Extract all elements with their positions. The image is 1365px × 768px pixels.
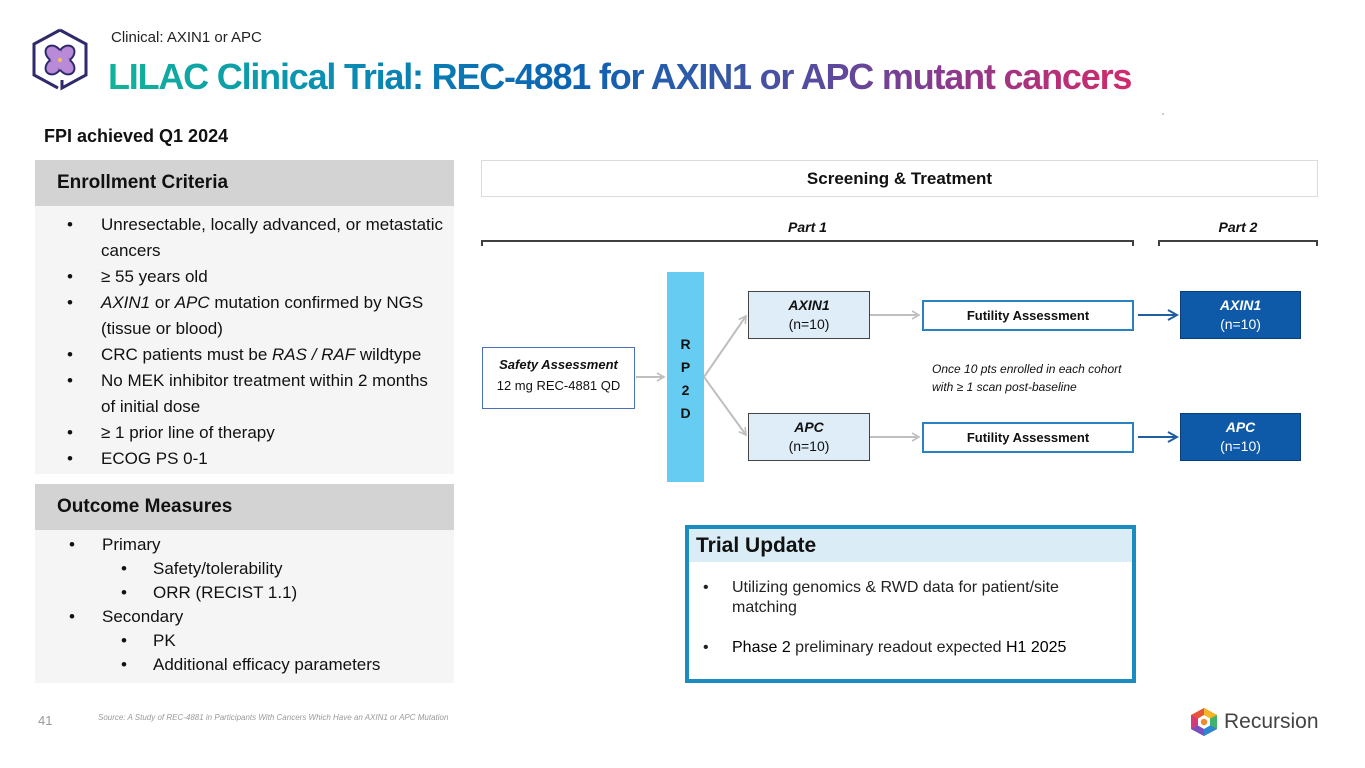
part1-label: Part 1 — [788, 219, 827, 235]
outcome-item: Safety/tolerability — [35, 557, 454, 581]
rp2d-letter: D — [680, 405, 691, 421]
cohort-size: (n=10) — [1220, 316, 1261, 332]
rp2d-letter: 2 — [681, 382, 690, 398]
futility-note: Once 10 pts enrolled in each cohort with… — [932, 360, 1121, 396]
cohort-name: APC — [1225, 419, 1256, 435]
part1-bracket — [481, 240, 1134, 246]
trial-update-item: Phase 2 preliminary readout expected H1 … — [689, 638, 1132, 658]
outcome-item: ORR (RECIST 1.1) — [35, 581, 454, 605]
note-line: with ≥ 1 scan post-baseline — [932, 380, 1077, 394]
criteria-item: ECOG PS 0-1 — [35, 446, 454, 472]
trial-update-box: Trial Update Utilizing genomics & RWD da… — [685, 525, 1136, 683]
note-line: Once 10 pts enrolled in each cohort — [932, 362, 1122, 376]
screening-treatment-header: Screening & Treatment — [481, 160, 1318, 197]
part1-axin1-cohort: AXIN1 (n=10) — [748, 291, 870, 339]
page-title: LILAC Clinical Trial: REC-4881 for AXIN1… — [108, 56, 1132, 97]
futility-assessment-apc: Futility Assessment — [922, 422, 1134, 453]
part2-label: Part 2 — [1218, 219, 1258, 235]
recursion-brand: Recursion — [1190, 707, 1319, 737]
outcome-measures-heading: Outcome Measures — [35, 484, 454, 530]
trial-update-heading: Trial Update — [689, 529, 1132, 562]
recursion-hexagon-icon — [1191, 708, 1217, 736]
section-subtitle: Clinical: AXIN1 or APC — [111, 29, 262, 46]
outcome-item: Additional efficacy parameters — [35, 653, 454, 677]
trial-update-item: Utilizing genomics & RWD data for patien… — [689, 578, 1132, 618]
cohort-name: AXIN1 — [788, 297, 830, 313]
criteria-item: CRC patients must be RAS / RAF wildtype — [35, 342, 454, 368]
outcome-measures-panel: Primary Safety/tolerability ORR (RECIST … — [35, 530, 454, 683]
criteria-item: Unresectable, locally advanced, or metas… — [35, 212, 454, 264]
part2-axin1-cohort: AXIN1 (n=10) — [1180, 291, 1301, 339]
cohort-size: (n=10) — [788, 438, 830, 454]
outcome-primary: Primary — [35, 533, 454, 557]
safety-assessment-title: Safety Assessment — [499, 357, 618, 372]
part2-apc-cohort: APC (n=10) — [1180, 413, 1301, 461]
enrollment-criteria-panel: Unresectable, locally advanced, or metas… — [35, 206, 454, 474]
criteria-item: AXIN1 or APC mutation confirmed by NGS (… — [35, 290, 454, 342]
rp2d-letter: P — [680, 359, 691, 375]
enrollment-criteria-heading: Enrollment Criteria — [35, 160, 454, 206]
decorative-dot — [1162, 113, 1164, 115]
brand-name: Recursion — [1224, 710, 1319, 733]
cohort-name: APC — [794, 419, 824, 435]
rp2d-bar: R P 2 D — [667, 272, 704, 482]
criteria-item: No MEK inhibitor treatment within 2 mont… — [35, 368, 454, 420]
arrow-rp2d-to-apc — [703, 376, 747, 437]
futility-assessment-axin1: Futility Assessment — [922, 300, 1134, 331]
arrow-rp2d-to-axin1 — [703, 314, 747, 378]
part1-apc-cohort: APC (n=10) — [748, 413, 870, 461]
rp2d-letter: R — [680, 336, 691, 352]
fpi-status: FPI achieved Q1 2024 — [44, 126, 229, 146]
source-citation: Source: A Study of REC-4881 in Participa… — [98, 713, 449, 722]
page-number: 41 — [38, 713, 53, 728]
outcome-item: PK — [35, 629, 454, 653]
cohort-size: (n=10) — [788, 316, 830, 332]
outcome-secondary: Secondary — [35, 605, 454, 629]
criteria-item: ≥ 55 years old — [35, 264, 454, 290]
safety-assessment-dose: 12 mg REC-4881 QD — [496, 378, 621, 393]
lilac-logo-icon — [32, 28, 88, 91]
cohort-size: (n=10) — [1220, 438, 1261, 454]
cohort-name: AXIN1 — [1219, 297, 1262, 313]
safety-assessment-box: Safety Assessment 12 mg REC-4881 QD — [482, 347, 635, 409]
part2-bracket — [1158, 240, 1318, 246]
criteria-item: ≥ 1 prior line of therapy — [35, 420, 454, 446]
